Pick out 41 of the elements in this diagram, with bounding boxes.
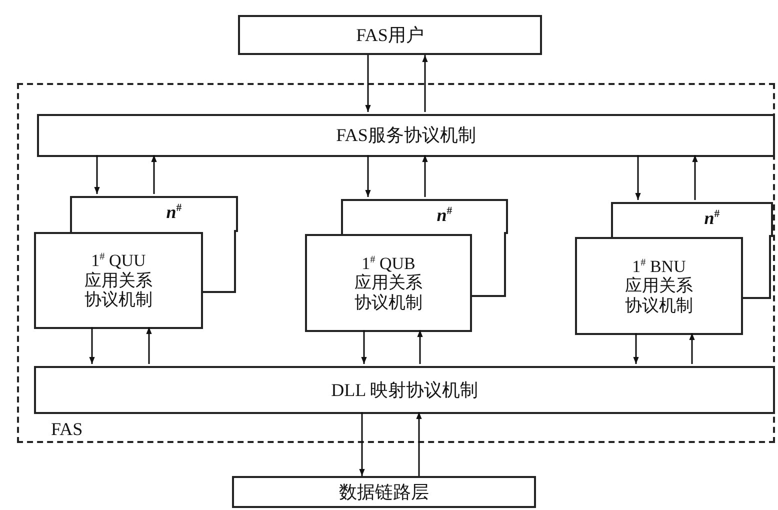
box-text: 应用关系协议机制 (624, 276, 694, 316)
box-title: FAS服务协议机制 (336, 125, 476, 146)
box-text: 应用关系协议机制 (84, 270, 154, 310)
process-box (37, 114, 775, 157)
box-title: n$^{#}$ (166, 202, 182, 223)
box-title: 1$^{#}$ QUU (91, 251, 146, 271)
arrow (365, 155, 371, 197)
process-box (575, 237, 743, 335)
box-title: 1$^{#}$ BNU (632, 256, 686, 276)
arrow (692, 155, 698, 200)
process-box (34, 232, 203, 329)
box-title: n$^{#}$ (436, 205, 452, 226)
arrow (422, 155, 428, 197)
arrow (689, 333, 695, 364)
arrow (361, 330, 367, 364)
box-title: FAS用户 (356, 24, 424, 46)
process-box (34, 366, 775, 414)
box-title: n$^{#}$ (704, 208, 720, 229)
arrow (417, 330, 423, 364)
box-text: 应用关系协议机制 (354, 273, 424, 312)
arrow (146, 327, 152, 364)
arrow (422, 55, 428, 112)
process-box (238, 15, 542, 55)
group-label: FAS (51, 419, 83, 440)
arrow (89, 327, 95, 364)
stacked-box (341, 199, 508, 234)
arrow (94, 155, 100, 194)
arrow (359, 412, 365, 476)
arrow (633, 333, 639, 364)
arrow (365, 55, 371, 112)
stacked-box (611, 202, 773, 237)
arrow (416, 412, 422, 476)
box-title: 1$^{#}$ QUB (362, 254, 416, 274)
arrow (151, 155, 157, 194)
process-box (305, 234, 472, 332)
process-box (232, 476, 536, 508)
box-title: 数据链路层 (339, 482, 429, 502)
arrow (635, 155, 641, 200)
group-frame (17, 83, 775, 443)
box-title: DLL 映射协议机制 (331, 380, 478, 400)
stacked-box (70, 196, 238, 232)
